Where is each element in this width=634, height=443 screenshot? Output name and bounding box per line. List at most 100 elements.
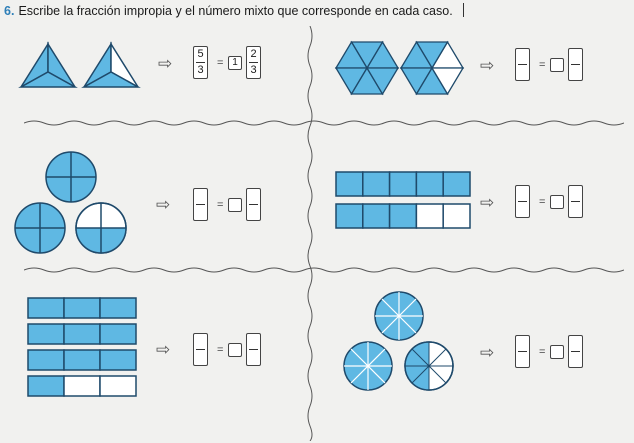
fraction-bar — [518, 64, 527, 65]
whole-number-answer[interactable] — [228, 198, 242, 212]
fraction-bar — [518, 351, 527, 352]
bar-part — [27, 375, 65, 397]
text-cursor — [462, 3, 464, 17]
equals-sign: = — [539, 59, 546, 71]
circle-shape — [404, 341, 454, 391]
circle-eighths-figure — [343, 291, 454, 391]
whole-number-answer[interactable]: 1 — [228, 56, 242, 70]
triangle-part — [18, 71, 78, 88]
bar-shape — [27, 323, 137, 345]
whole-number-answer[interactable] — [550, 345, 564, 359]
exercise-title: 6.Escribe la fracción impropia y el núme… — [4, 3, 464, 18]
numerator-value: 5 — [197, 48, 204, 60]
mixed-fraction-answer[interactable] — [568, 185, 583, 218]
improper-fraction-answer[interactable]: 5 3 — [193, 46, 208, 79]
bar-part — [63, 297, 101, 319]
bar-part — [335, 171, 364, 197]
section-divider-horizontal-1 — [24, 120, 624, 126]
fraction-bar — [249, 204, 258, 205]
circle-divider — [381, 298, 417, 334]
hexagon-part — [430, 67, 465, 96]
denominator-value: 3 — [197, 64, 204, 76]
triangle-part — [81, 71, 141, 88]
whole-number-answer[interactable] — [550, 195, 564, 209]
fraction-bar — [571, 351, 580, 352]
fraction-bar — [196, 204, 205, 205]
circle-shape — [374, 291, 424, 341]
arrow-icon: ⇨ — [156, 340, 171, 359]
equals-sign: = — [217, 57, 224, 69]
bar-part — [415, 171, 444, 197]
bar-part — [415, 203, 444, 229]
fraction-bar — [571, 64, 580, 65]
arrow-icon: ⇨ — [480, 343, 495, 362]
hexagon-shape — [399, 40, 465, 96]
improper-fraction-answer[interactable] — [515, 48, 530, 81]
bar-part — [362, 203, 391, 229]
bar-part — [335, 203, 364, 229]
improper-fraction-answer[interactable] — [193, 333, 208, 366]
fraction-bar — [196, 349, 205, 350]
bar-shape — [27, 297, 137, 319]
arrow-icon: ⇨ — [480, 193, 495, 212]
bar-part — [27, 323, 65, 345]
exercise-instruction: Escribe la fracción impropia y el número… — [18, 4, 453, 18]
numerator-value: 2 — [250, 48, 257, 60]
bar-part — [388, 171, 418, 197]
hexagon-part — [365, 67, 400, 96]
bar-part — [442, 203, 471, 229]
bar-part — [99, 375, 137, 397]
hexagon-figure — [334, 40, 465, 96]
hexagon-shape — [334, 40, 400, 96]
equals-sign: = — [539, 196, 546, 208]
circle-shape — [14, 202, 66, 254]
exercise-number: 6. — [4, 4, 15, 18]
bar-part — [442, 171, 471, 197]
circle-shape — [343, 341, 393, 391]
bar-part — [362, 171, 391, 197]
bar-part — [27, 349, 65, 371]
equals-sign: = — [217, 344, 224, 356]
bar-thirds-figure — [27, 297, 137, 397]
circle-divider — [411, 348, 447, 384]
bar-part — [63, 349, 101, 371]
bar-shape — [335, 203, 471, 229]
circle-quarters-figure — [14, 151, 127, 254]
mixed-fraction-answer[interactable] — [568, 48, 583, 81]
bar-shape — [27, 349, 137, 371]
improper-fraction-answer[interactable] — [515, 185, 530, 218]
arrow-icon: ⇨ — [158, 54, 173, 73]
bar-part — [99, 349, 137, 371]
mixed-fraction-answer[interactable]: 2 3 — [246, 46, 261, 79]
triangle-figure — [18, 41, 141, 88]
section-divider-vertical — [307, 26, 313, 441]
circle-shape — [75, 202, 127, 254]
arrow-icon: ⇨ — [480, 56, 495, 75]
bar-part — [99, 297, 137, 319]
whole-number-answer[interactable] — [228, 343, 242, 357]
mixed-fraction-answer[interactable] — [568, 335, 583, 368]
whole-number-answer[interactable] — [550, 58, 564, 72]
equals-sign: = — [217, 199, 224, 211]
mixed-fraction-answer[interactable] — [246, 333, 261, 366]
bar-part — [27, 297, 65, 319]
circle-part — [76, 228, 101, 253]
fraction-bar — [196, 62, 205, 63]
circle-shape — [45, 151, 97, 203]
mixed-fraction-answer[interactable] — [246, 188, 261, 221]
bar-fifths-figure — [335, 171, 471, 229]
equals-sign: = — [539, 346, 546, 358]
bar-part — [388, 203, 418, 229]
improper-fraction-answer[interactable] — [193, 188, 208, 221]
fraction-bar — [518, 201, 527, 202]
fraction-bar — [571, 201, 580, 202]
bar-shape — [335, 171, 471, 197]
denominator-value: 3 — [250, 64, 257, 76]
improper-fraction-answer[interactable] — [515, 335, 530, 368]
fraction-bar — [249, 349, 258, 350]
bar-part — [63, 323, 101, 345]
fraction-bar — [249, 62, 258, 63]
arrow-icon: ⇨ — [156, 195, 171, 214]
circle-part — [101, 228, 126, 253]
bar-part — [63, 375, 101, 397]
